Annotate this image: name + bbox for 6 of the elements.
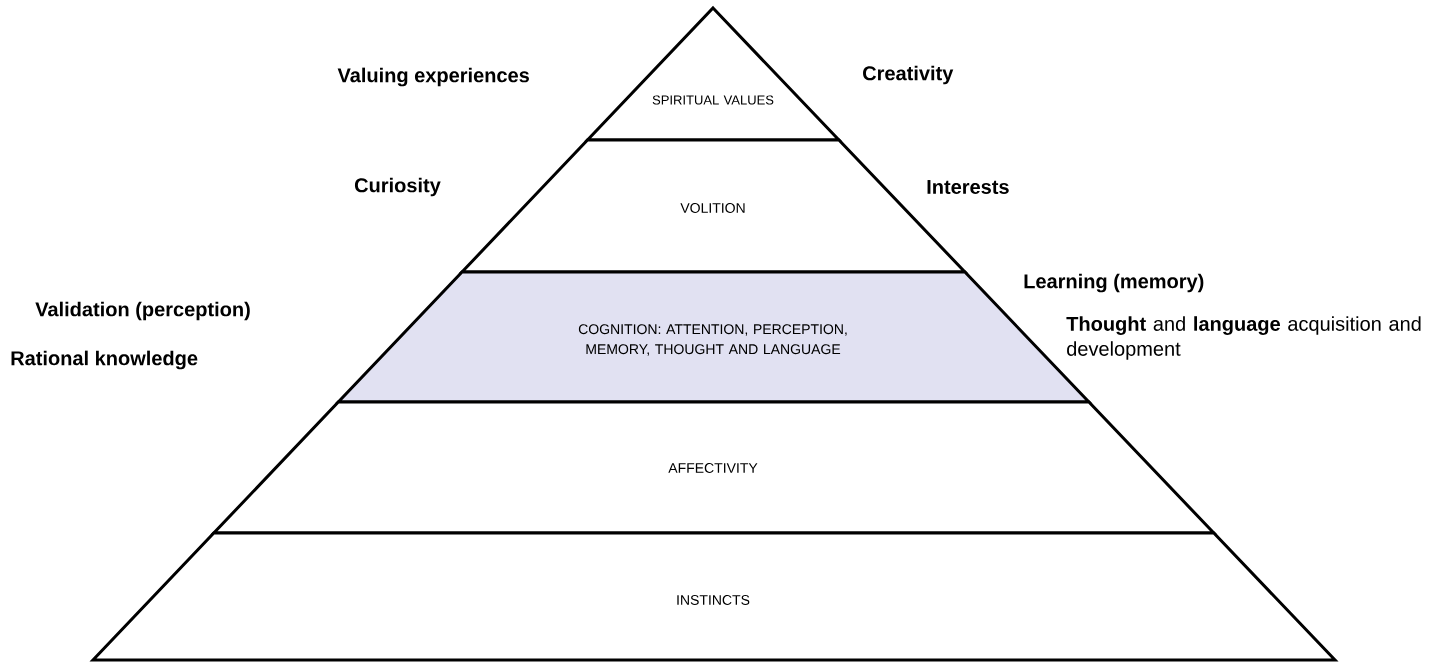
side-label: Valuing experiences xyxy=(337,67,529,87)
side-label: Rational knowledge xyxy=(11,350,198,370)
side-label: Creativity xyxy=(863,65,954,85)
node-label: INSTINCTS xyxy=(677,595,750,605)
side-label: Curiosity xyxy=(354,177,441,197)
side-label: Validation (perception) xyxy=(35,301,250,321)
